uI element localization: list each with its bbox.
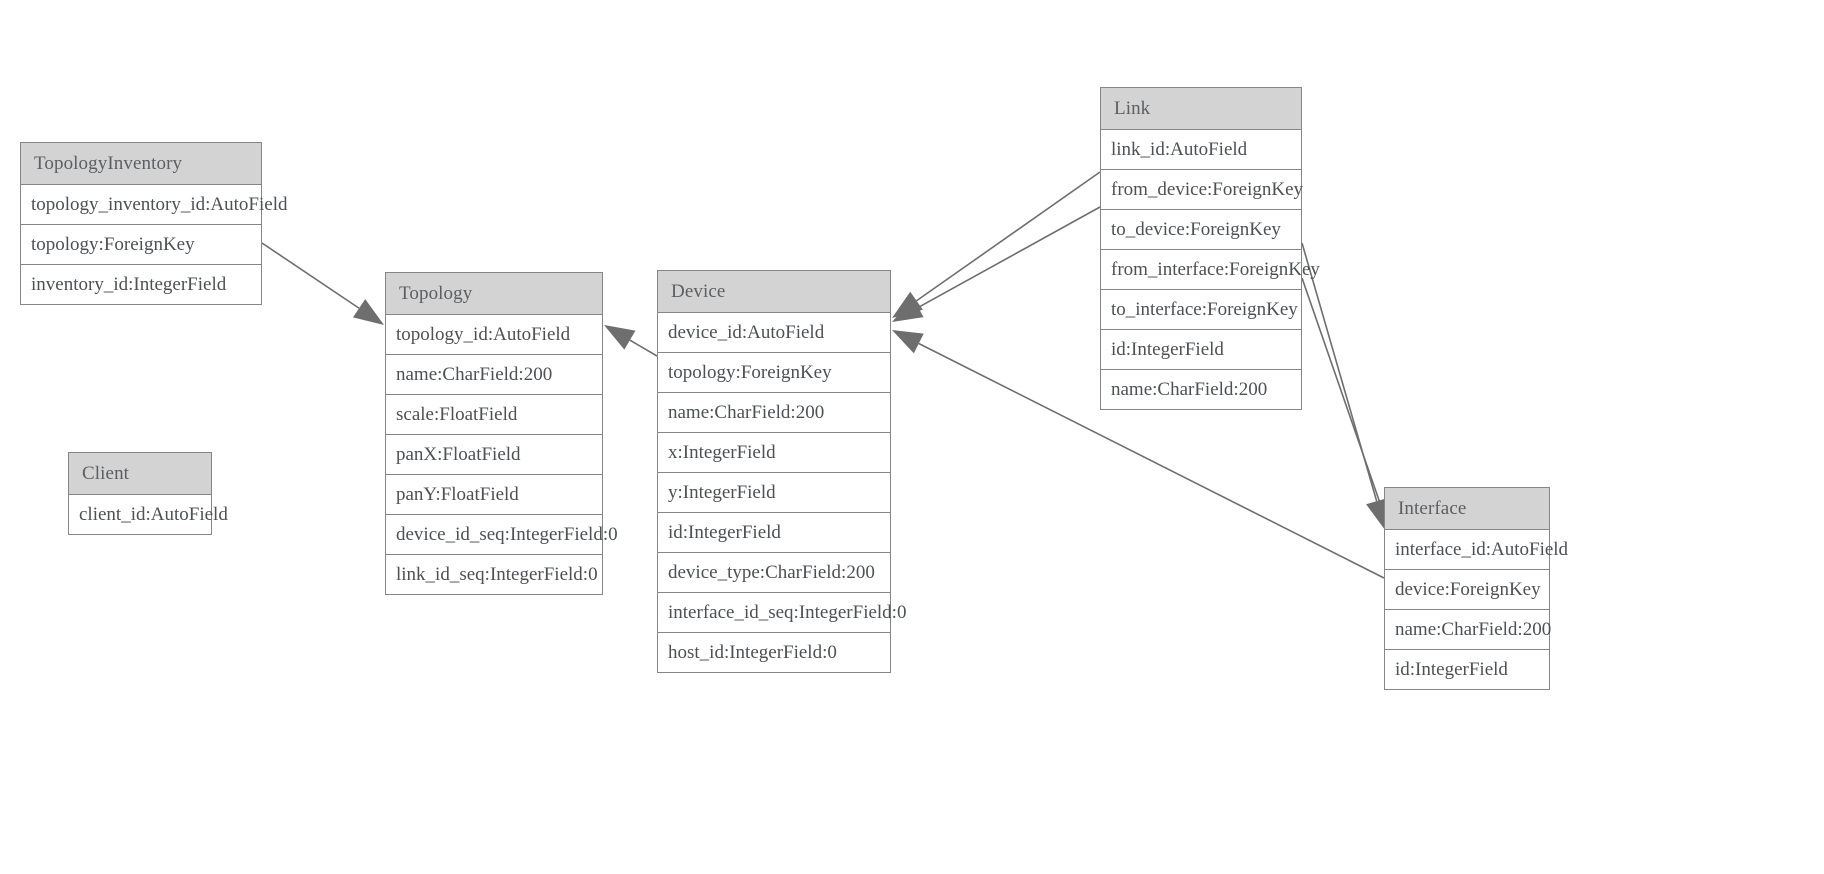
entity-field: name:CharField:200 — [1101, 370, 1301, 409]
relationship-arrowhead-topologyinventory-to-topology — [352, 299, 384, 325]
entity-field: from_device:ForeignKey — [1101, 170, 1303, 210]
entity-field: name:CharField:200 — [658, 393, 890, 433]
entity-title-topology_inventory: TopologyInventory — [21, 143, 261, 185]
entity-field: y:IntegerField — [658, 473, 890, 513]
entity-field: id:IntegerField — [658, 513, 890, 553]
entity-field: name:CharField:200 — [1385, 610, 1551, 650]
entity-field: from_interface:ForeignKey — [1101, 250, 1320, 290]
relationship-arrowhead-link-from-device-to-device — [892, 291, 923, 318]
entity-field: scale:FloatField — [386, 395, 602, 435]
entity-field: panY:FloatField — [386, 475, 602, 515]
entity-field: topology:ForeignKey — [21, 225, 261, 265]
entity-field: topology_id:AutoField — [386, 315, 602, 355]
entity-title-interface: Interface — [1385, 488, 1549, 530]
entity-field: id:IntegerField — [1385, 650, 1549, 689]
entity-field: link_id_seq:IntegerField:0 — [386, 555, 602, 594]
entity-field: device:ForeignKey — [1385, 570, 1549, 610]
relationship-arrowhead-device-to-topology — [604, 325, 636, 350]
entity-field: topology_inventory_id:AutoField — [21, 185, 288, 225]
entity-field: x:IntegerField — [658, 433, 890, 473]
entity-title-topology: Topology — [386, 273, 602, 315]
relationship-line-topologyinventory-to-topology — [261, 242, 360, 309]
entity-field: inventory_id:IntegerField — [21, 265, 261, 304]
entity-field: device_id:AutoField — [658, 313, 890, 353]
entity-title-client: Client — [69, 453, 211, 495]
entity-title-device: Device — [658, 271, 890, 313]
entity-field: name:CharField:200 — [386, 355, 602, 395]
entity-field: panX:FloatField — [386, 435, 602, 475]
relationship-line-link-from-device-to-device — [916, 171, 1101, 302]
entity-field: host_id:IntegerField:0 — [658, 633, 890, 672]
relationship-line-link-to-interface-to-interface — [1301, 277, 1381, 504]
relationship-line-device-to-topology — [629, 339, 658, 357]
relationship-arrowhead-link-to-device-to-device — [892, 297, 924, 322]
entity-field: device_type:CharField:200 — [658, 553, 890, 593]
relationship-line-link-from-interface-to-interface — [1301, 242, 1378, 502]
entity-field: client_id:AutoField — [69, 495, 228, 534]
relationship-arrowhead-interface-device-to-device — [892, 330, 924, 354]
entity-title-link: Link — [1101, 88, 1301, 130]
entity-field: link_id:AutoField — [1101, 130, 1301, 170]
entity-field: device_id_seq:IntegerField:0 — [386, 515, 618, 555]
entity-field: to_interface:ForeignKey — [1101, 290, 1301, 330]
entity-field: id:IntegerField — [1101, 330, 1301, 370]
entity-field: interface_id:AutoField — [1385, 530, 1568, 570]
relationship-line-link-to-device-to-device — [917, 206, 1101, 309]
entity-field: to_device:ForeignKey — [1101, 210, 1301, 250]
entity-field: interface_id_seq:IntegerField:0 — [658, 593, 906, 633]
entity-field: topology:ForeignKey — [658, 353, 890, 393]
